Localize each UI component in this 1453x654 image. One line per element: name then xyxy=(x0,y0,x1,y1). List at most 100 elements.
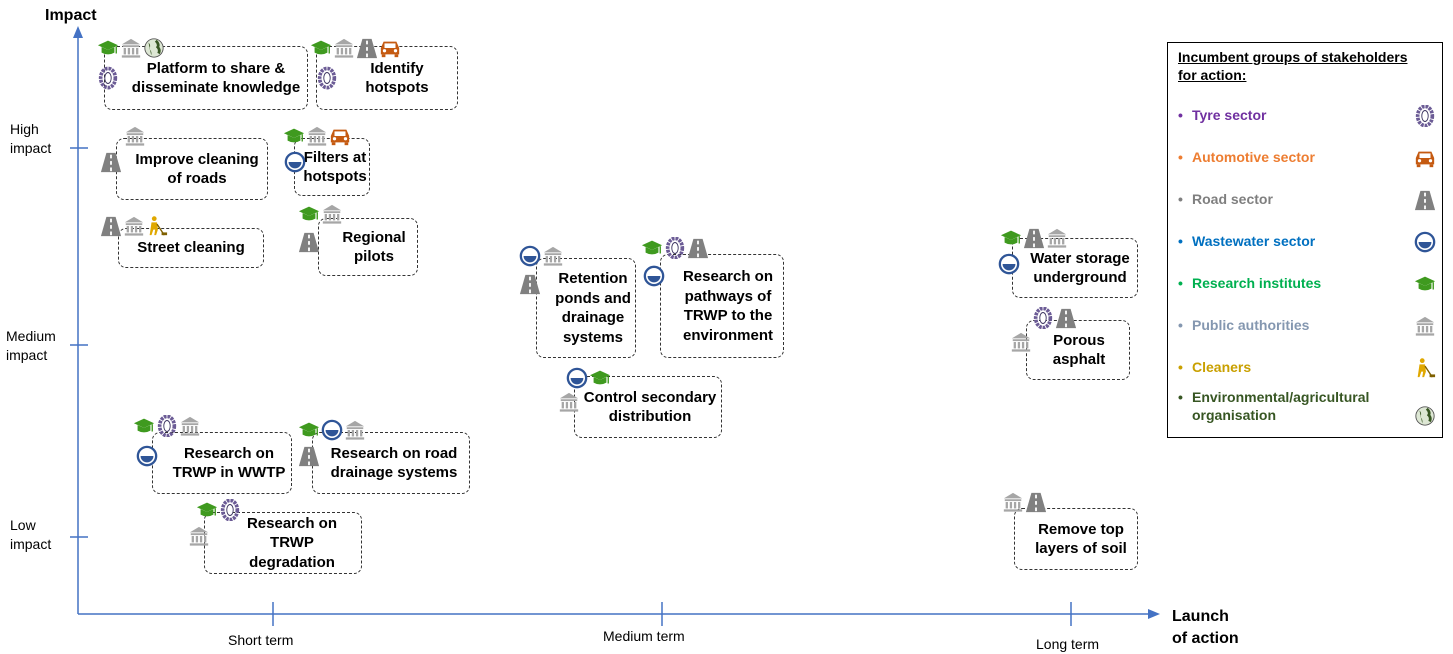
legend-label: Automotive sector xyxy=(1192,149,1315,165)
road-icon xyxy=(298,444,320,468)
legend-item-automotive: • Automotive sector xyxy=(1178,149,1315,167)
action-label: Porous asphalt xyxy=(1052,331,1106,369)
legend-item-environmental: • Environmental/agricultural organisatio… xyxy=(1178,389,1369,424)
road-icon xyxy=(519,272,541,296)
action-road-drainage: Research on road drainage systems xyxy=(312,432,470,494)
legend-item-road: • Road sector xyxy=(1178,191,1273,209)
action-pathways: Research on pathways of TRWP to the envi… xyxy=(660,254,784,358)
action-cleaning-roads: Improve cleaning of roads xyxy=(116,138,268,200)
legend-label: Tyre sector xyxy=(1192,107,1267,123)
legend-label: Road sector xyxy=(1192,191,1273,207)
road-icon xyxy=(1023,227,1045,249)
car-icon xyxy=(329,125,351,147)
government-building-icon xyxy=(179,415,201,437)
tyre-icon xyxy=(316,66,338,90)
graduation-cap-icon xyxy=(589,367,611,389)
legend-bullet: • xyxy=(1178,233,1183,249)
action-label: Research on road drainage systems xyxy=(330,444,458,482)
government-building-icon xyxy=(1046,227,1068,249)
graduation-cap-icon xyxy=(298,203,320,225)
graduation-cap-icon xyxy=(298,419,320,441)
legend-label: Cleaners xyxy=(1192,359,1252,375)
tyre-icon xyxy=(1032,307,1054,329)
graduation-cap-icon xyxy=(310,37,332,59)
x-axis-title: Launch of action xyxy=(1172,608,1239,647)
x-tick-medium: Medium term xyxy=(603,628,685,644)
y-axis-title: Impact xyxy=(45,7,97,24)
graduation-cap-icon xyxy=(133,415,155,437)
legend-bullet: • xyxy=(1178,191,1183,207)
action-label: Control secondary distribution xyxy=(583,388,717,426)
action-road-drainage-icons xyxy=(298,418,366,442)
globe-icon xyxy=(143,37,165,59)
action-cleaning-roads-icons xyxy=(124,124,146,148)
x-tick-short: Short term xyxy=(228,632,294,648)
action-regional-pilots-icons xyxy=(298,202,343,226)
car-icon xyxy=(1414,147,1436,169)
road-icon xyxy=(100,150,122,174)
drain-icon xyxy=(136,444,158,468)
action-porous-asphalt: Porous asphalt xyxy=(1026,320,1130,380)
action-control-secondary-icons xyxy=(566,366,611,390)
action-remove-soil-icons xyxy=(1002,490,1047,514)
graduation-cap-icon xyxy=(1000,227,1022,249)
action-retention-ponds-icons xyxy=(519,244,564,268)
government-building-icon xyxy=(1010,330,1032,354)
government-building-icon xyxy=(188,524,210,548)
car-icon xyxy=(379,37,401,59)
cleaner-icon xyxy=(1414,357,1436,379)
graduation-cap-icon xyxy=(97,37,119,59)
legend-item-research: • Research institutes xyxy=(1178,275,1321,293)
government-building-icon xyxy=(124,125,146,147)
tyre-icon xyxy=(664,237,686,259)
action-degradation: Research on TRWP degradation xyxy=(204,512,362,574)
drain-icon xyxy=(284,150,306,174)
government-building-icon xyxy=(120,37,142,59)
legend-bullet: • xyxy=(1178,275,1183,291)
road-icon xyxy=(356,37,378,59)
action-remove-soil: Remove top layers of soil xyxy=(1014,508,1138,570)
government-building-icon xyxy=(123,215,145,237)
legend-label: Wastewater sector xyxy=(1192,233,1316,249)
action-wwtp-icons xyxy=(133,414,201,438)
government-building-icon xyxy=(333,37,355,59)
action-filters-icons xyxy=(283,124,351,148)
government-building-icon xyxy=(321,203,343,225)
government-building-icon xyxy=(558,390,580,414)
action-label: Street cleaning xyxy=(137,239,245,257)
action-degradation-icons xyxy=(196,498,241,522)
road-icon xyxy=(100,215,122,237)
x-tick-long: Long term xyxy=(1036,636,1100,652)
government-building-icon xyxy=(1414,315,1436,337)
y-tick-high: High impact xyxy=(10,121,52,156)
road-icon xyxy=(1025,491,1047,513)
globe-icon xyxy=(1414,405,1436,427)
action-control-secondary: Control secondary distribution xyxy=(574,376,722,438)
legend-item-cleaners: • Cleaners xyxy=(1178,359,1251,377)
graduation-cap-icon xyxy=(283,125,305,147)
drain-icon xyxy=(321,419,343,441)
action-label: Retention ponds and drainage systems xyxy=(555,270,631,346)
action-retention-ponds: Retention ponds and drainage systems xyxy=(536,258,636,358)
legend-item-wastewater: • Wastewater sector xyxy=(1178,233,1315,251)
legend-bullet: • xyxy=(1178,389,1183,405)
action-label: Research on TRWP degradation xyxy=(246,514,338,571)
drain-icon xyxy=(519,245,541,267)
action-label: Improve cleaning of roads xyxy=(135,150,259,188)
action-label: Research on pathways of TRWP to the envi… xyxy=(682,268,774,344)
x-axis-arrow xyxy=(1148,609,1160,619)
drain-icon xyxy=(643,264,665,288)
legend-item-tyre: • Tyre sector xyxy=(1178,107,1266,125)
road-icon xyxy=(1414,189,1436,211)
action-label: Identify hotspots xyxy=(365,59,429,97)
tyre-icon xyxy=(156,415,178,437)
legend-bullet: • xyxy=(1178,107,1183,123)
y-axis-arrow xyxy=(73,26,83,38)
legend-item-public: • Public authorities xyxy=(1178,317,1309,335)
action-label: Water storage underground xyxy=(1030,249,1130,287)
action-label: Remove top layers of soil xyxy=(1035,520,1127,558)
legend-bullet: • xyxy=(1178,149,1183,165)
road-icon xyxy=(1055,307,1077,329)
legend-bullet: • xyxy=(1178,317,1183,333)
